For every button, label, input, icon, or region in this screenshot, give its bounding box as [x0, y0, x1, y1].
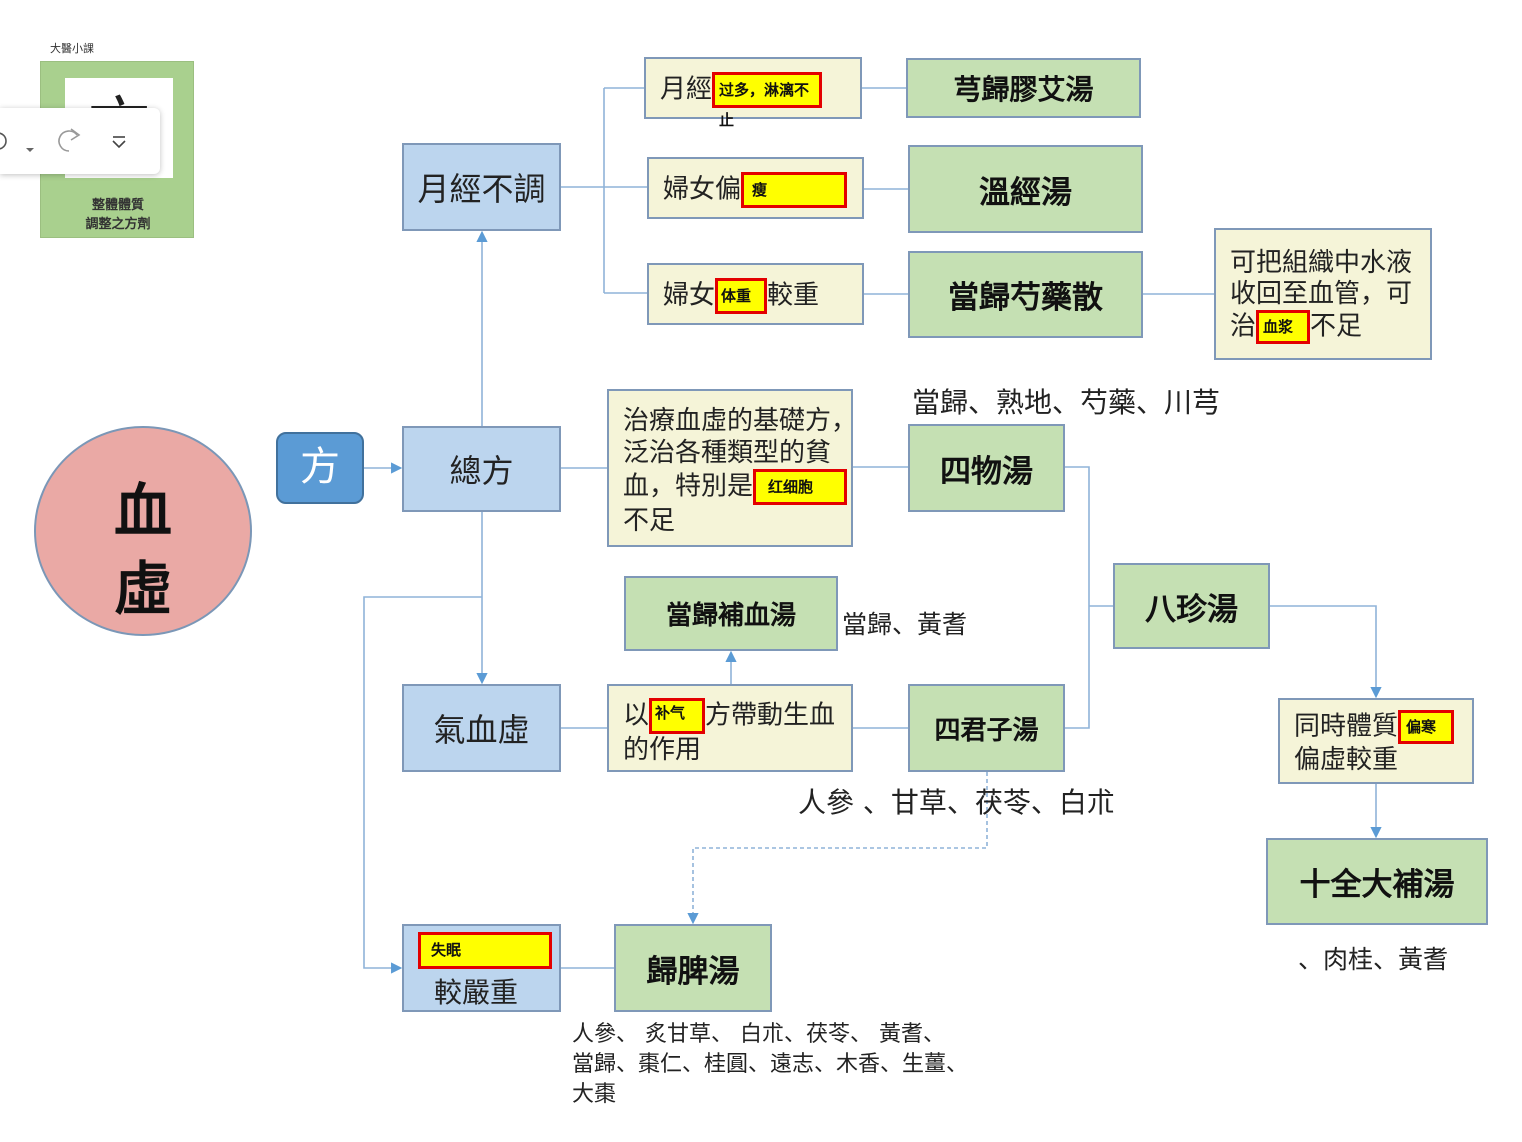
formula-gui-pi[interactable]: 歸脾湯: [614, 924, 772, 1012]
desc-line: 治血浆不足: [1230, 310, 1430, 344]
highlight-red-cells: 红细胞: [753, 469, 848, 505]
highlight-plasma: 血浆: [1256, 310, 1311, 344]
highlight-thin: 瘦: [741, 172, 848, 208]
undo-icon[interactable]: [0, 130, 14, 152]
condition-text: 婦女: [663, 280, 716, 311]
formula-wen-jing[interactable]: 溫經湯: [908, 145, 1143, 233]
condition-text: 月經: [660, 74, 713, 105]
herbs-dang-gui-bu-xue: 當歸、黃耆: [842, 610, 968, 639]
node-general-formula[interactable]: 總方: [402, 426, 561, 512]
highlight-insomnia: 失眠: [418, 932, 552, 969]
circle-line-1: 血: [113, 477, 172, 545]
desc-qi-tonify: 以补气方帶動生血 的作用: [607, 684, 853, 772]
condition-heavy: 婦女体重較重: [647, 263, 864, 325]
formula-ba-zhen[interactable]: 八珍湯: [1113, 563, 1270, 649]
desc-line: 可把組織中水液: [1230, 248, 1413, 278]
desc-line: 同時體質偏寒: [1294, 710, 1472, 744]
customize-toolbar-icon[interactable]: [110, 134, 128, 154]
highlight-menorrhagia: 过多，淋漓不止: [712, 72, 823, 129]
condition-text: 較重: [767, 280, 820, 311]
desc-line: 的作用: [623, 735, 702, 765]
desc-line: 偏虛較重: [1294, 745, 1399, 775]
herbs-si-jun-zi: 人參 、甘草、茯苓、白朮: [798, 786, 1115, 819]
node-insomnia[interactable]: 失眠 較嚴重: [402, 924, 561, 1012]
formula-dang-gui-bu-xue[interactable]: 當歸補血湯: [624, 576, 838, 651]
desc-line: 治療血虛的基礎方，: [623, 406, 858, 436]
insomnia-severity-text: 較嚴重: [434, 976, 519, 1009]
herbs-gui-pi-1: 人參、 炙甘草、 白朮、茯苓、 黃耆、: [572, 1022, 945, 1047]
formula-shi-quan-da-bu[interactable]: 十全大補湯: [1266, 838, 1488, 925]
desc-line: 不足: [623, 506, 676, 536]
herbs-shi-quan: 、肉桂、黃耆: [1298, 945, 1449, 974]
node-menstrual-disorder[interactable]: 月經不調: [402, 143, 561, 231]
fang-button[interactable]: 方: [276, 432, 364, 504]
herbs-gui-pi-2: 當歸、棗仁、桂圓、遠志、木香、生薑、: [572, 1052, 969, 1077]
desc-si-wu: 治療血虛的基礎方， 泛治各種類型的貧 血，特別是红细胞 不足: [607, 389, 858, 547]
condition-thin: 婦女偏瘦: [647, 157, 864, 219]
circle-line-2: 虛: [113, 555, 172, 623]
desc-line: 泛治各種類型的貧: [623, 438, 832, 468]
condition-text: 婦女偏: [663, 174, 742, 205]
brand-label: 大醫小課: [50, 42, 94, 55]
formula-xiong-gui-jiao-ai[interactable]: 芎歸膠艾湯: [906, 58, 1141, 118]
desc-cold-constitution: 同時體質偏寒 偏虛較重: [1278, 698, 1474, 784]
herbs-si-wu: 當歸、熟地、芍藥、川芎: [912, 386, 1221, 419]
formula-dang-gui-shao-yao[interactable]: 當歸芍藥散: [908, 251, 1143, 338]
quick-access-toolbar: [0, 108, 160, 174]
herbs-gui-pi-3: 大棗: [572, 1082, 617, 1107]
desc-line: 血，特別是红细胞: [623, 469, 851, 505]
desc-line: 收回至血管，可: [1230, 279, 1413, 309]
undo-dropdown-icon[interactable]: [25, 138, 35, 157]
desc-line: 以补气方帶動生血: [623, 698, 851, 734]
highlight-qi: 补气: [649, 698, 706, 734]
desc-fluid-recovery: 可把組織中水液 收回至血管，可 治血浆不足: [1214, 228, 1432, 360]
blood-deficiency-circle: 血 虛: [34, 426, 252, 636]
logo-caption-1: 整體體質: [91, 198, 144, 213]
highlight-weight: 体重: [715, 278, 768, 314]
logo-caption-2: 調整之方劑: [85, 217, 151, 232]
highlight-cold: 偏寒: [1398, 710, 1455, 744]
node-qi-blood-deficiency[interactable]: 氣血虛: [402, 684, 561, 772]
formula-si-jun-zi[interactable]: 四君子湯: [908, 684, 1065, 772]
formula-si-wu[interactable]: 四物湯: [908, 424, 1065, 512]
redo-icon[interactable]: [55, 127, 85, 159]
condition-menorrhagia: 月經过多，淋漓不止: [644, 57, 862, 129]
